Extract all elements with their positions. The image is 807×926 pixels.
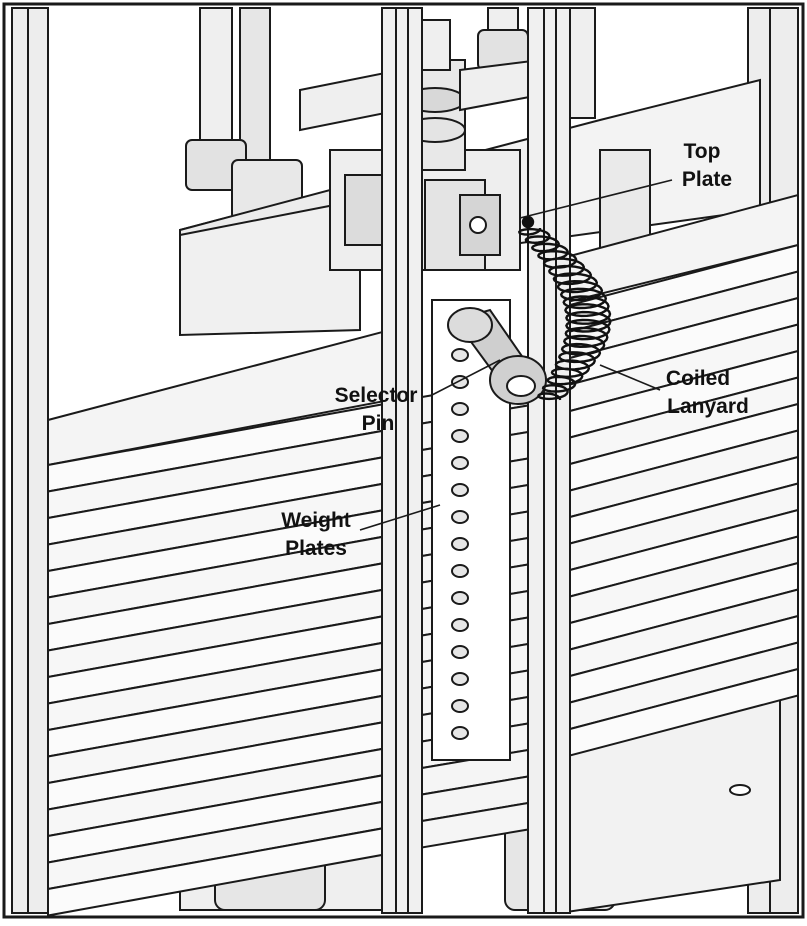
label-selector-pin-line2: Pin xyxy=(362,412,395,435)
label-top-plate-line1: Top xyxy=(684,140,721,163)
center-uprights xyxy=(381,7,571,914)
stem-hole xyxy=(451,537,469,551)
selector-pin xyxy=(447,307,547,405)
stem-hole xyxy=(451,564,469,578)
stem-hole xyxy=(451,456,469,470)
weight-plates-leader xyxy=(359,504,441,531)
top-plate-leader xyxy=(519,179,673,219)
label-coiled-lanyard-line1: Coiled xyxy=(666,367,730,390)
stem-hole xyxy=(451,402,469,416)
weight-plate-stack xyxy=(47,193,799,917)
selector-pin-leader xyxy=(431,359,501,396)
coiled-lanyard xyxy=(517,215,612,401)
label-coiled-lanyard-line2: Lanyard xyxy=(667,395,749,418)
stem-hole xyxy=(451,645,469,659)
stem-hole xyxy=(451,618,469,632)
stem-hole xyxy=(451,429,469,443)
stem-hole xyxy=(451,726,469,740)
lanyard-clip xyxy=(521,215,535,229)
label-top-plate-line2: Plate xyxy=(682,168,732,191)
stem-hole xyxy=(451,510,469,524)
label-weight-plates-line2: Plates xyxy=(285,537,347,560)
stem-hole xyxy=(451,348,469,362)
label-selector-pin-line1: Selector xyxy=(335,384,418,407)
stem-hole xyxy=(451,672,469,686)
lanyard-coil xyxy=(517,227,612,401)
stem-hole xyxy=(451,591,469,605)
stem-hole xyxy=(451,483,469,497)
label-weight-plates-line1: Weight xyxy=(281,509,351,532)
stem-hole xyxy=(451,699,469,713)
coiled-lanyard-leader xyxy=(599,364,661,391)
callout-labels: Top Plate Selector Pin Coiled Lanyard We… xyxy=(281,140,749,560)
leader-lines xyxy=(359,179,673,531)
